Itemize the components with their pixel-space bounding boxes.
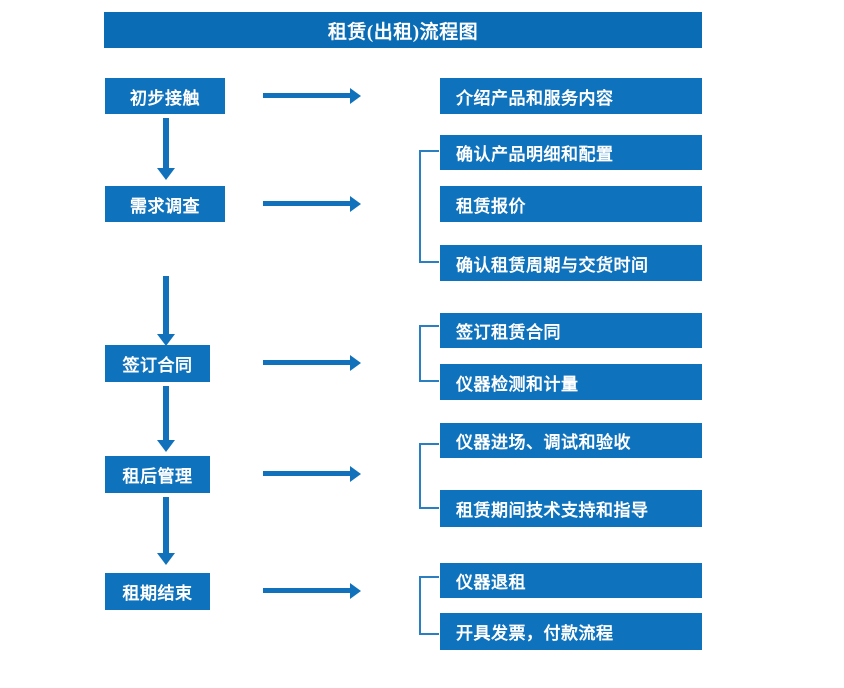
detail-node-租赁报价[interactable]: 租赁报价 <box>440 186 702 222</box>
detail-node-仪器退租[interactable]: 仪器退租 <box>440 563 702 598</box>
arrow-head <box>157 334 175 346</box>
stage-node-需求调查[interactable]: 需求调查 <box>105 186 225 222</box>
arrow-shaft <box>163 276 169 334</box>
arrow-shaft <box>163 386 169 440</box>
arrow-head <box>350 88 361 104</box>
arrow-head <box>157 168 175 180</box>
arrow-down-stage-2-to-3 <box>157 276 175 346</box>
arrow-head <box>350 466 361 482</box>
arrow-shaft <box>163 118 169 168</box>
group-bracket-stage-4 <box>419 443 439 509</box>
arrow-right-stage-2 <box>263 196 361 212</box>
arrow-down-stage-4-to-5 <box>157 497 175 565</box>
stage-node-租后管理[interactable]: 租后管理 <box>105 456 210 493</box>
arrow-shaft <box>263 588 351 593</box>
detail-node-介绍产品和服务内容[interactable]: 介绍产品和服务内容 <box>440 78 702 114</box>
arrow-head <box>350 583 361 599</box>
arrow-head <box>157 440 175 452</box>
arrow-head <box>350 196 361 212</box>
stage-node-签订合同[interactable]: 签订合同 <box>105 345 210 382</box>
arrow-shaft <box>163 497 169 553</box>
detail-node-确认产品明细和配置[interactable]: 确认产品明细和配置 <box>440 135 702 170</box>
group-bracket-stage-5 <box>419 576 439 635</box>
arrow-shaft <box>263 201 351 206</box>
arrow-down-stage-1-to-2 <box>157 118 175 180</box>
arrow-shaft <box>263 93 351 98</box>
arrow-down-stage-3-to-4 <box>157 386 175 452</box>
detail-node-租赁期间技术支持和指导[interactable]: 租赁期间技术支持和指导 <box>440 490 702 527</box>
detail-node-确认租赁周期与交货时间[interactable]: 确认租赁周期与交货时间 <box>440 245 702 281</box>
detail-node-仪器进场调试和验收[interactable]: 仪器进场、调试和验收 <box>440 423 702 458</box>
stage-node-租期结束[interactable]: 租期结束 <box>105 573 210 610</box>
arrow-head <box>157 553 175 565</box>
arrow-right-stage-3 <box>263 355 361 371</box>
arrow-right-stage-4 <box>263 466 361 482</box>
group-bracket-stage-3 <box>419 325 439 382</box>
arrow-right-stage-1 <box>263 88 361 104</box>
arrow-head <box>350 355 361 371</box>
arrow-shaft <box>263 471 351 476</box>
arrow-right-stage-5 <box>263 583 361 599</box>
diagram-title: 租赁(出租)流程图 <box>104 12 702 48</box>
stage-node-初步接触[interactable]: 初步接触 <box>105 78 225 114</box>
detail-node-开具发票付款流程[interactable]: 开具发票，付款流程 <box>440 613 702 650</box>
detail-node-仪器检测和计量[interactable]: 仪器检测和计量 <box>440 364 702 400</box>
arrow-shaft <box>263 360 351 365</box>
group-bracket-stage-2 <box>419 150 439 263</box>
detail-node-签订租赁合同[interactable]: 签订租赁合同 <box>440 313 702 348</box>
